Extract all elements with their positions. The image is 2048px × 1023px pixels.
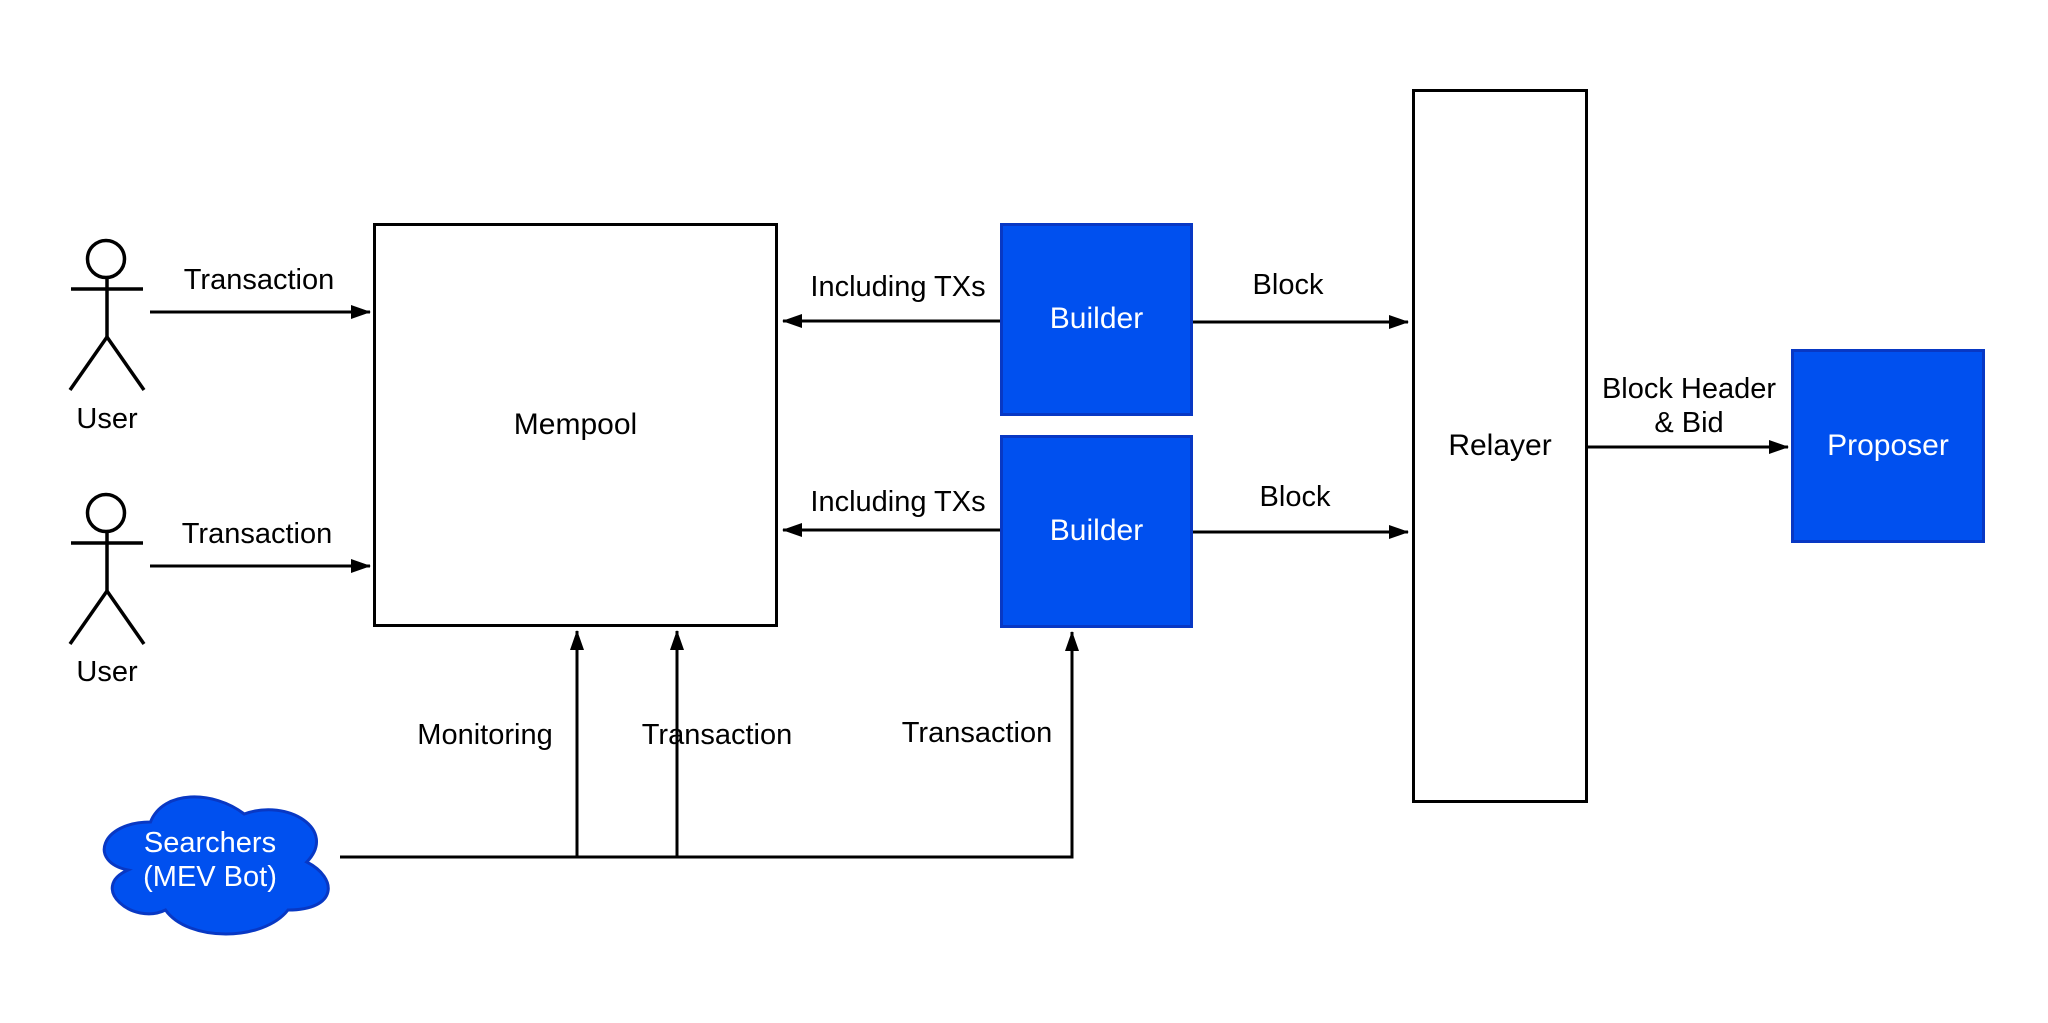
user-1-label: User	[76, 403, 138, 435]
arrow-searchers-to-builder2	[340, 631, 1079, 859]
edge-label-builder1-block: Block	[1252, 269, 1324, 301]
edge-label-monitoring: Monitoring	[417, 719, 553, 751]
edge-label-searchers-transaction-builder: Transaction	[901, 717, 1053, 749]
builder-2-node: Builder	[1000, 435, 1193, 628]
proposer-node: Proposer	[1791, 349, 1985, 543]
edge-label-user2-transaction: Transaction	[181, 518, 333, 550]
edge-label-block-header-bid: Block Header & Bid	[1602, 372, 1776, 440]
mempool-label: Mempool	[513, 407, 638, 441]
arrows	[150, 305, 1789, 859]
user-icon	[68, 492, 146, 646]
edge-label-builder1-including-txs: Including TXs	[810, 271, 986, 303]
builder-1-label: Builder	[1049, 302, 1144, 336]
edge-label-user1-transaction: Transaction	[183, 264, 335, 296]
user-icon	[68, 238, 146, 392]
block-header-line2: & Bid	[1654, 407, 1724, 439]
edge-label-builder2-block: Block	[1259, 481, 1331, 513]
block-header-line1: Block Header	[1601, 373, 1777, 405]
proposer-label: Proposer	[1827, 428, 1949, 462]
edge-label-searchers-transaction-mempool: Transaction	[641, 719, 793, 751]
edge-label-builder2-including-txs: Including TXs	[810, 486, 986, 518]
mempool-node: Mempool	[373, 223, 778, 627]
builder-2-label: Builder	[1049, 514, 1144, 548]
searchers-label-line1: Searchers	[143, 827, 277, 859]
builder-1-node: Builder	[1000, 223, 1193, 416]
searchers-label-line2: (MEV Bot)	[143, 861, 277, 893]
searchers-node-label: Searchers (MEV Bot)	[143, 826, 277, 894]
user-2-label: User	[76, 656, 138, 688]
cloud-shape	[102, 795, 330, 936]
relayer-label: Relayer	[1448, 428, 1552, 462]
relayer-node: Relayer	[1412, 89, 1588, 803]
